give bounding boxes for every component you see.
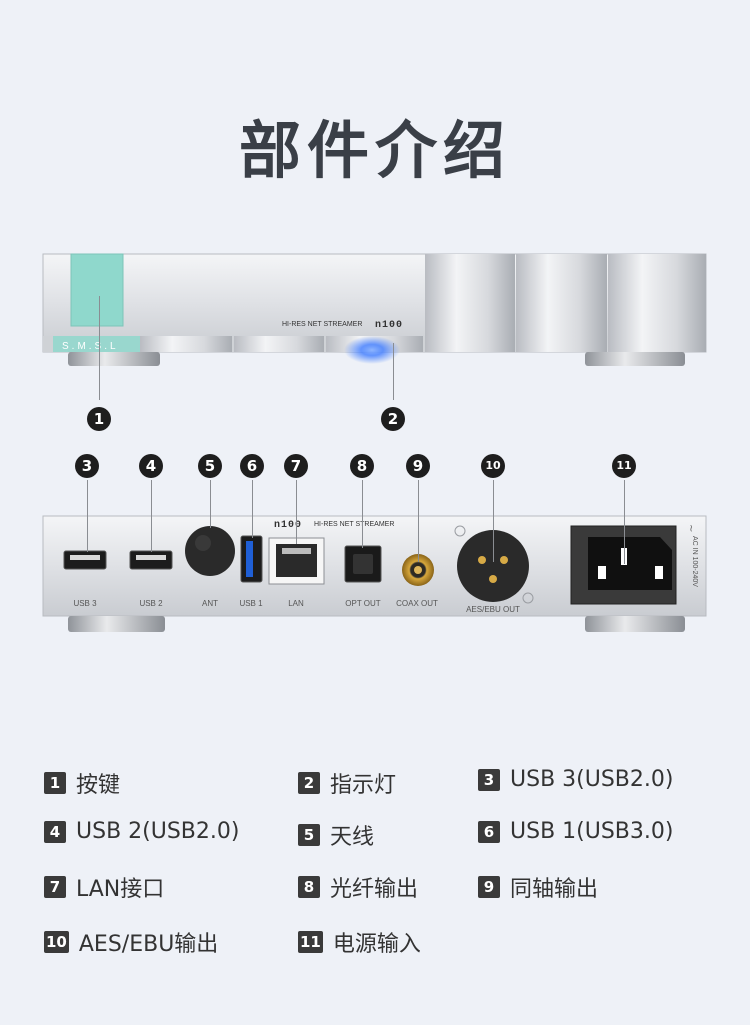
legend-label: 指示灯	[330, 773, 397, 798]
leader-9	[418, 480, 419, 562]
callout-7: 7	[284, 454, 308, 478]
rear-panel: ∼	[42, 515, 707, 632]
front-model-logo: n100	[375, 320, 403, 331]
front-panel	[42, 253, 707, 366]
antenna-port	[185, 526, 235, 576]
legend-label: 光纤输出	[330, 877, 419, 902]
legend-label: 天线	[330, 825, 375, 850]
legend-item-4: 4 USB 2(USB2.0)	[44, 819, 239, 844]
legend-item-10: 10 AES/EBU输出	[44, 926, 218, 958]
power-spec-text: AC IN 100-240V	[691, 536, 698, 587]
legend-num: 6	[478, 820, 500, 843]
legend-label: USB 2(USB2.0)	[76, 819, 240, 844]
legend-label: 电源输入	[332, 932, 421, 957]
legend-item-5: 5 天线	[298, 819, 374, 851]
leader-10	[493, 480, 494, 562]
port-label-coax-out: COAX OUT	[396, 599, 438, 608]
legend-num: 7	[44, 876, 66, 898]
page-title: 部件介绍	[238, 114, 511, 187]
legend-num: 2	[298, 772, 320, 794]
indicator-led	[344, 336, 400, 364]
legend-label: USB 1(USB3.0)	[510, 819, 674, 844]
legend-num: 8	[298, 876, 320, 898]
leader-6	[252, 480, 253, 538]
legend-item-8: 8 光纤输出	[298, 871, 418, 903]
legend-item-1: 1 按键	[44, 767, 120, 799]
device-illustration: ∼ S.M.S.L HI-RES NET STREAMER n100 n100 …	[42, 253, 707, 632]
callout-4: 4	[139, 454, 163, 478]
front-brand-text: S.M.S.L	[62, 341, 119, 352]
callout-6: 6	[240, 454, 264, 478]
legend-num: 1	[44, 772, 66, 794]
leader-1	[99, 296, 100, 400]
front-model-text: HI-RES NET STREAMER	[282, 321, 362, 328]
legend-num: 10	[44, 931, 69, 953]
callout-8: 8	[350, 454, 374, 478]
port-label-ant: ANT	[202, 599, 218, 608]
leader-2	[393, 343, 394, 400]
legend-item-2: 2 指示灯	[298, 767, 396, 799]
callout-5: 5	[198, 454, 222, 478]
aes-ebu-port	[457, 530, 529, 602]
legend-item-11: 11 电源输入	[298, 926, 421, 958]
leader-5	[210, 480, 211, 528]
callout-2: 2	[381, 407, 405, 431]
rear-model-text: HI-RES NET STREAMER	[314, 521, 394, 528]
legend-num: 5	[298, 824, 320, 846]
callout-9: 9	[406, 454, 430, 478]
rear-model-logo: n100	[274, 520, 302, 531]
legend-label: AES/EBU输出	[78, 932, 219, 957]
legend-item-7: 7 LAN接口	[44, 871, 164, 903]
legend-num: 3	[478, 768, 500, 791]
port-label-usb3: USB 3	[73, 599, 97, 608]
callout-11: 11	[612, 454, 636, 478]
legend-label: USB 3(USB2.0)	[510, 767, 674, 792]
leader-4	[151, 480, 152, 552]
legend-item-6: 6 USB 1(USB3.0)	[478, 819, 673, 844]
port-label-opt-out: OPT OUT	[345, 599, 381, 608]
port-label-usb2: USB 2	[139, 599, 163, 608]
legend-label: 同轴输出	[510, 877, 599, 902]
callout-3: 3	[75, 454, 99, 478]
legend-item-3: 3 USB 3(USB2.0)	[478, 767, 673, 792]
svg-text:∼: ∼	[685, 524, 696, 532]
legend-label: LAN接口	[76, 877, 165, 902]
callout-10: 10	[481, 454, 505, 478]
legend-num: 9	[478, 876, 500, 898]
front-button	[70, 253, 124, 327]
legend-num: 11	[298, 931, 323, 953]
port-label-aes-ebu-out: AES/EBU OUT	[466, 605, 520, 614]
leader-3	[87, 480, 88, 552]
port-label-lan: LAN	[288, 599, 304, 608]
leader-11	[624, 480, 625, 564]
leader-7	[296, 480, 297, 544]
port-label-usb1: USB 1	[239, 599, 263, 608]
leader-8	[362, 480, 363, 548]
legend-label: 按键	[76, 773, 121, 798]
legend-item-9: 9 同轴输出	[478, 871, 598, 903]
legend-num: 4	[44, 820, 66, 843]
callout-1: 1	[87, 407, 111, 431]
